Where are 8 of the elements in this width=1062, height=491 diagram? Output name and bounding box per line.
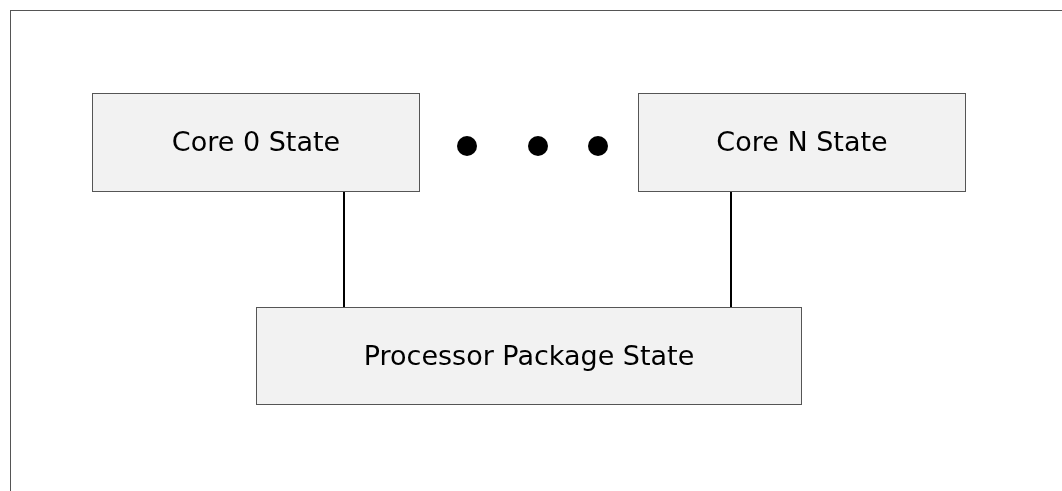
connector-line — [730, 191, 732, 308]
state-box — [256, 307, 802, 405]
connector-line — [343, 191, 345, 308]
box-label: Core N State — [716, 125, 888, 160]
state-box — [92, 93, 420, 192]
box-label: Processor Package State — [363, 338, 695, 373]
box-label: Core 0 State — [171, 125, 341, 160]
state-box — [638, 93, 966, 192]
